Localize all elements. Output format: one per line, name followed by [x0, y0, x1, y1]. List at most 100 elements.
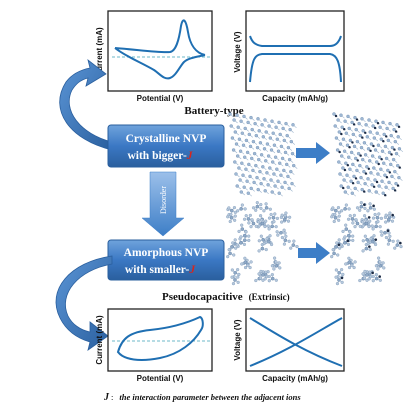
atom [358, 133, 362, 138]
atom [280, 185, 284, 189]
battery-cv-ylabel: Current (mA) [95, 27, 104, 77]
atom [289, 246, 293, 250]
atom [368, 245, 371, 248]
atom [245, 179, 249, 183]
atom [345, 143, 350, 147]
atom [359, 145, 364, 150]
atom [285, 162, 289, 167]
atom [345, 173, 349, 177]
atom [265, 237, 269, 241]
atom [234, 246, 238, 250]
atom [380, 149, 385, 153]
atom [350, 263, 354, 267]
atom [370, 183, 374, 187]
atom [341, 166, 345, 170]
atom [233, 214, 237, 218]
atom [394, 130, 398, 133]
atom [257, 220, 261, 224]
atom [267, 279, 271, 283]
atom [354, 127, 358, 132]
atom [348, 146, 351, 149]
atom [341, 229, 345, 233]
atom [358, 224, 362, 228]
atom [270, 276, 275, 281]
footnote: J:the interaction parameter between the … [103, 392, 301, 403]
atom [240, 223, 244, 227]
atom [336, 253, 340, 257]
atom [347, 260, 352, 265]
atom [233, 160, 237, 164]
pseudo-gcd-curve-increasing [249, 317, 343, 367]
atom [355, 168, 359, 173]
atom [273, 256, 277, 260]
atom [349, 179, 353, 183]
atom [270, 264, 274, 268]
atom [361, 129, 365, 133]
atom [360, 117, 364, 121]
atom [264, 206, 269, 210]
atom [275, 216, 280, 220]
atom [371, 124, 375, 128]
atom [337, 270, 341, 275]
atom [374, 190, 378, 194]
atom [273, 212, 277, 216]
atom [346, 242, 351, 247]
atom [331, 248, 335, 252]
atom [242, 242, 247, 247]
atom [384, 235, 388, 240]
atom [261, 165, 265, 169]
atom [259, 181, 263, 186]
atom [269, 148, 274, 152]
atom [367, 216, 371, 219]
atom [351, 141, 354, 144]
atom [234, 142, 239, 146]
atom [252, 151, 257, 156]
atom [291, 123, 295, 127]
atom [382, 266, 386, 270]
atom [392, 127, 396, 132]
atom [344, 131, 348, 135]
atom [379, 137, 383, 141]
atom [238, 241, 243, 245]
atom [244, 138, 249, 143]
atom [254, 224, 258, 228]
atom [347, 265, 352, 270]
atom [283, 180, 287, 185]
atom [270, 273, 274, 277]
atom [233, 218, 237, 222]
atom [351, 238, 355, 243]
atom [381, 191, 385, 195]
atom [263, 118, 267, 122]
atom [275, 137, 279, 141]
atom [260, 218, 264, 222]
atom [340, 132, 343, 136]
atom [276, 179, 280, 183]
atom [286, 174, 290, 179]
atom [267, 227, 271, 231]
atom [254, 278, 258, 283]
atom [340, 154, 344, 158]
atom [334, 268, 338, 272]
atom [372, 234, 376, 238]
atom [386, 168, 390, 173]
atom [376, 220, 380, 224]
atom [395, 243, 400, 247]
atom [240, 227, 245, 231]
atom [346, 239, 350, 243]
atom [235, 154, 240, 158]
atom [271, 160, 275, 164]
atom [363, 206, 367, 210]
atom [378, 260, 382, 264]
atom [375, 131, 379, 135]
atom [286, 219, 291, 223]
atom [248, 144, 253, 149]
atom [340, 268, 344, 272]
atom [396, 163, 400, 168]
atom [372, 166, 376, 170]
atom [386, 138, 390, 143]
atom [266, 183, 270, 187]
atom [229, 124, 233, 128]
atom [334, 136, 339, 140]
atom [383, 144, 388, 149]
atom [377, 256, 381, 260]
